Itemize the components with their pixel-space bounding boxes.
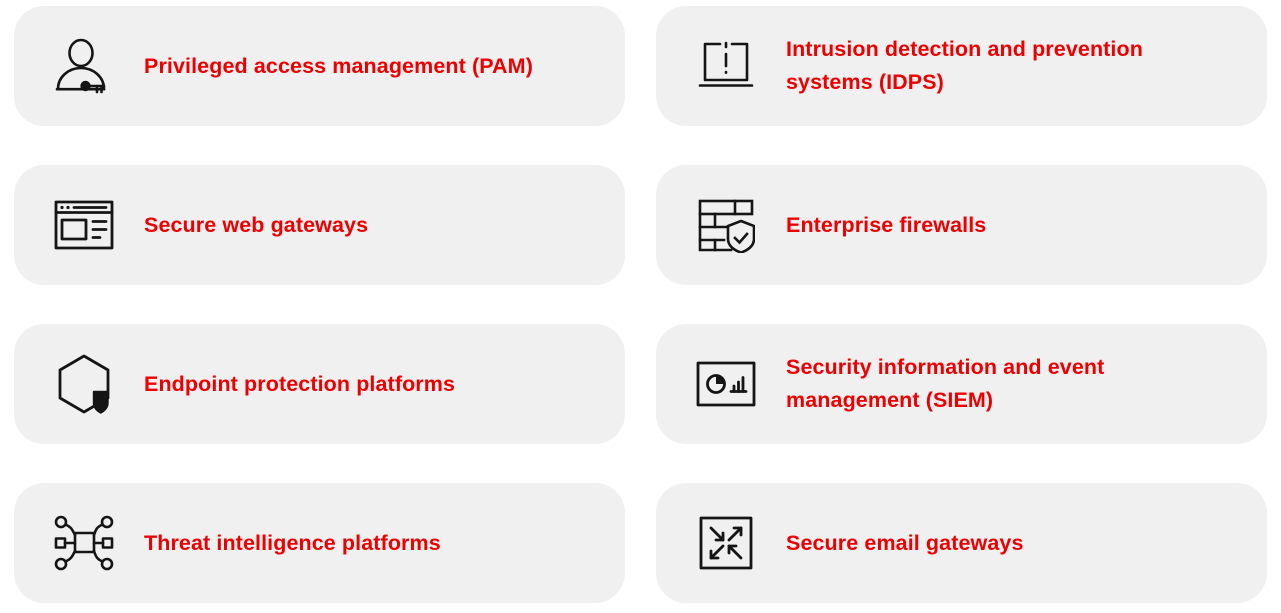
card-label: Secure web gateways	[144, 212, 369, 237]
hexagon-shield-icon	[46, 348, 122, 420]
card-label: Intrusion detection and prevention syste…	[786, 37, 1143, 94]
card-enterprise-firewalls[interactable]: Enterprise firewalls	[656, 165, 1267, 285]
card-label: Threat intelligence platforms	[144, 530, 441, 555]
card-endpoint-protection-platforms[interactable]: Endpoint protection platforms	[14, 324, 625, 444]
card-label: Secure email gateways	[786, 530, 1024, 555]
card-privileged-access-management[interactable]: Privileged access management (PAM)	[14, 6, 625, 126]
brick-wall-shield-icon	[688, 189, 764, 261]
card-label: Security information and event managemen…	[786, 355, 1105, 412]
expand-arrows-square-icon	[688, 507, 764, 579]
laptop-alert-icon	[688, 30, 764, 102]
browser-window-icon	[46, 189, 122, 261]
card-label: Enterprise firewalls	[786, 212, 987, 237]
person-with-key-icon	[46, 30, 122, 102]
card-threat-intelligence-platforms[interactable]: Threat intelligence platforms	[14, 483, 625, 603]
card-label: Endpoint protection platforms	[144, 371, 456, 396]
card-security-information-event-management[interactable]: Security information and event managemen…	[656, 324, 1267, 444]
dashboard-charts-icon	[688, 348, 764, 420]
network-nodes-icon	[46, 507, 122, 579]
card-secure-email-gateways[interactable]: Secure email gateways	[656, 483, 1267, 603]
card-label: Privileged access management (PAM)	[144, 53, 533, 78]
card-secure-web-gateways[interactable]: Secure web gateways	[14, 165, 625, 285]
card-intrusion-detection-prevention[interactable]: Intrusion detection and prevention syste…	[656, 6, 1267, 126]
